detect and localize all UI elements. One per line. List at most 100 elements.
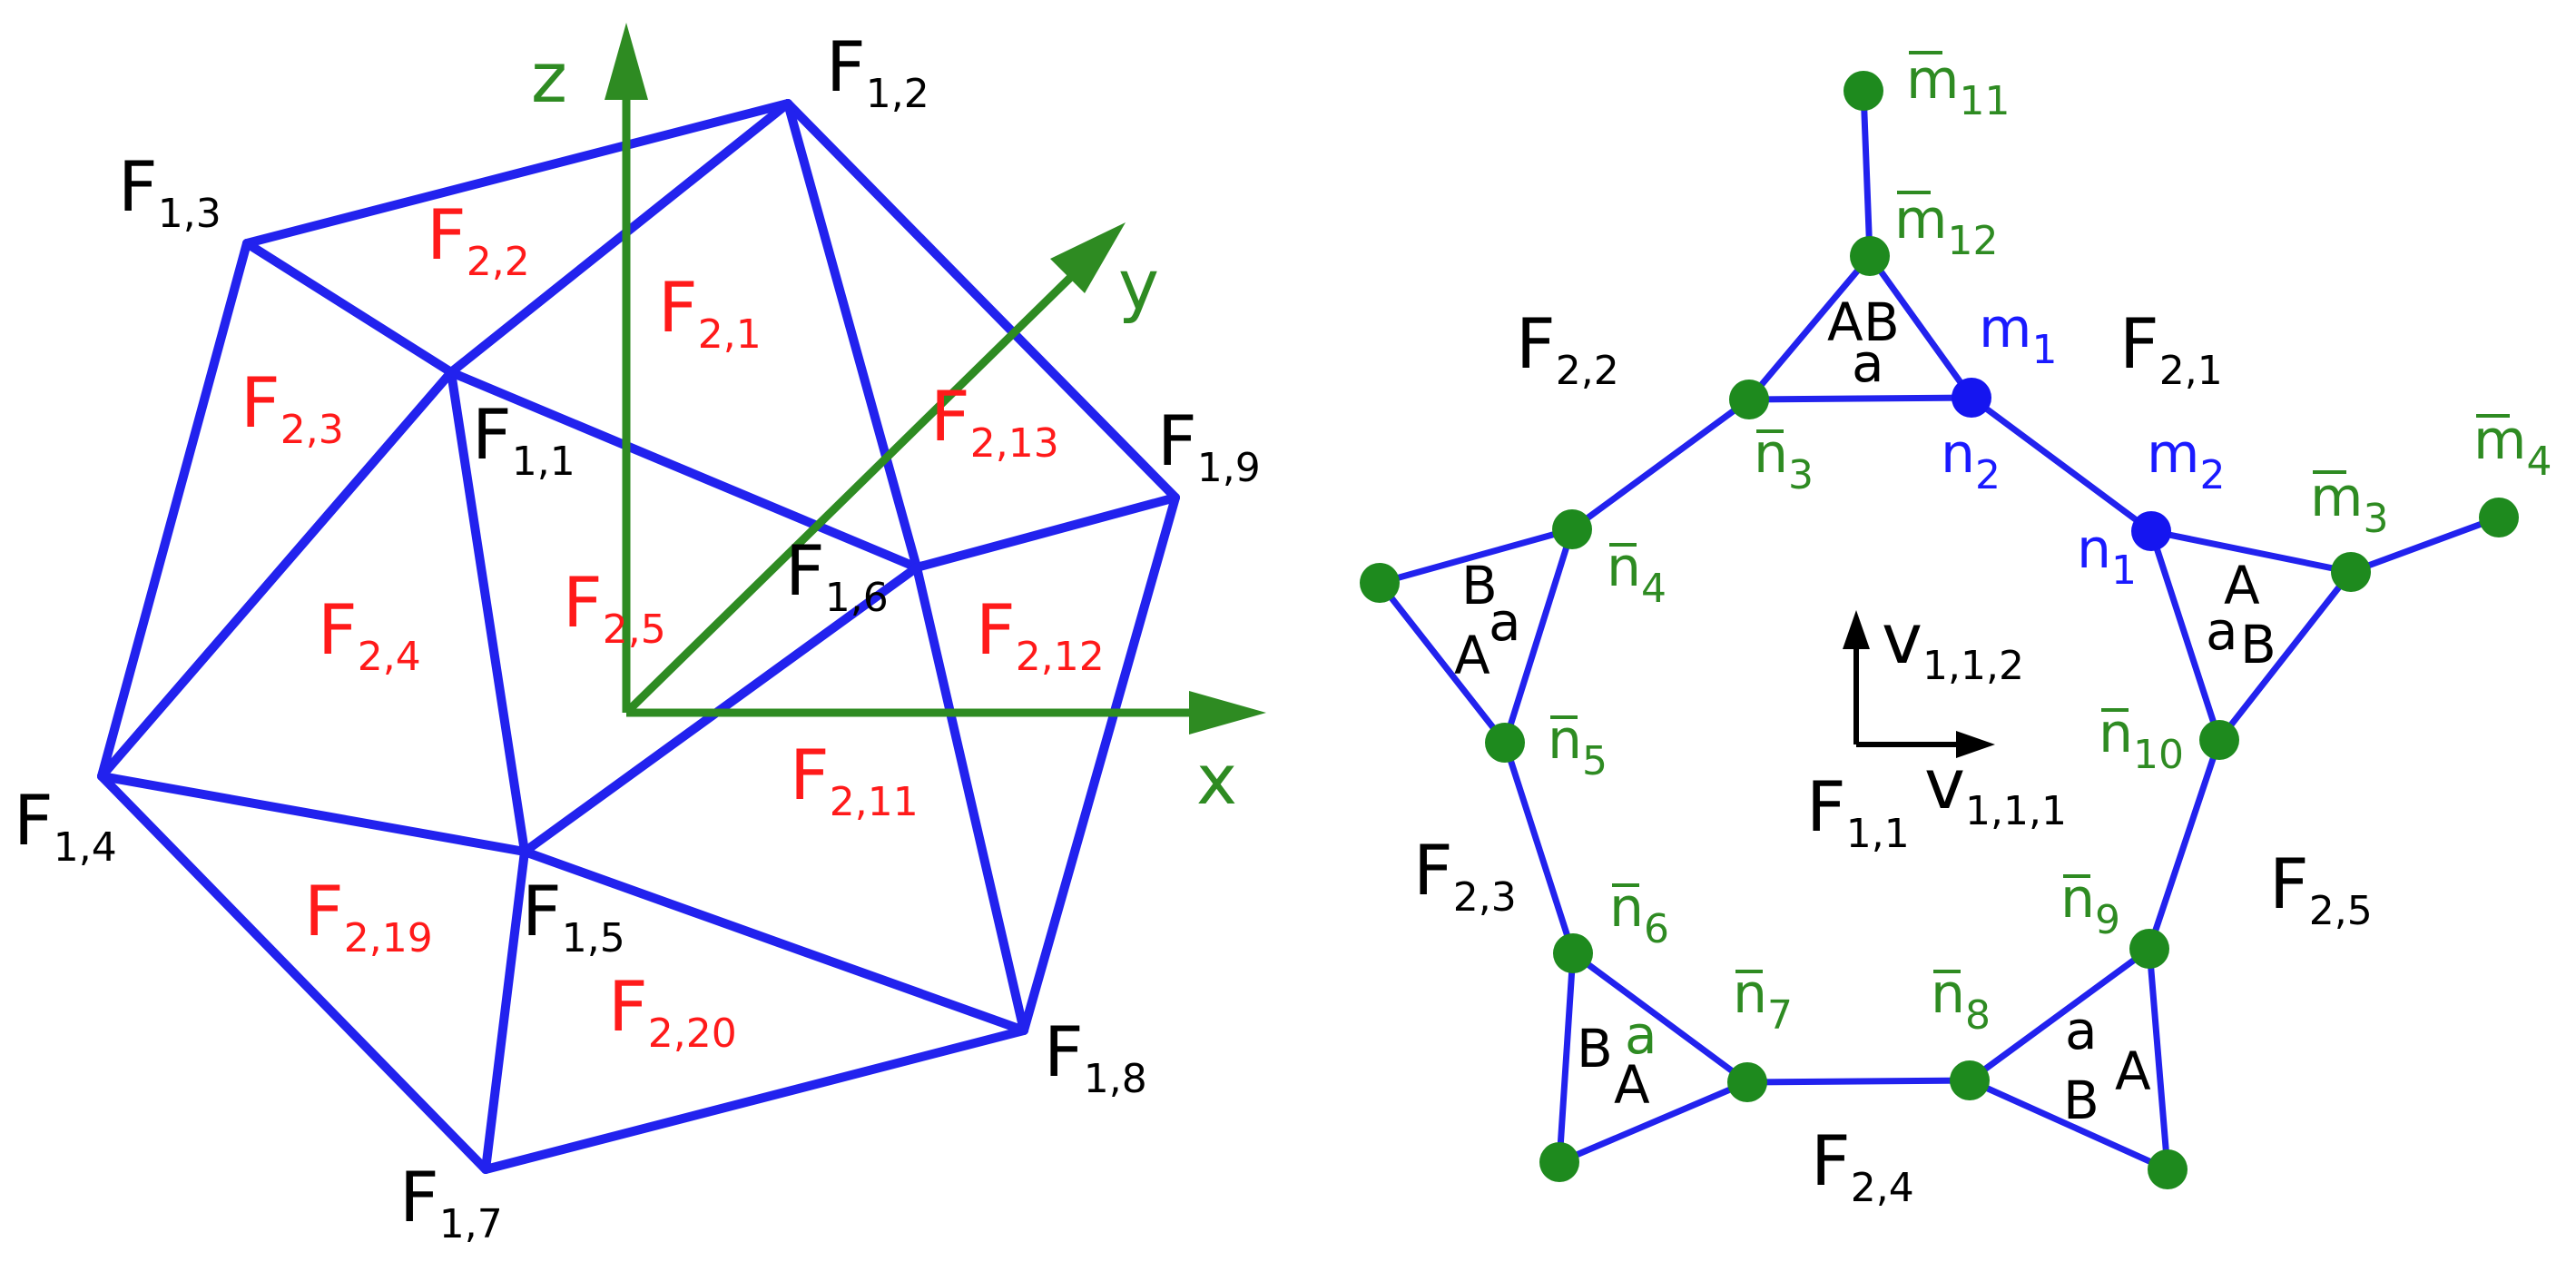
corner-letter: a xyxy=(1852,332,1884,394)
vector-v112-arrowhead xyxy=(1843,610,1870,649)
mesh-edge xyxy=(242,239,456,377)
node-labels: m11 m12 m1 n3 n2 m2 m3 m4 n4 n1 n5 n10 n… xyxy=(1548,48,2551,1039)
mesh-edge xyxy=(912,493,1180,572)
graph-node xyxy=(1539,1142,1579,1182)
graph-edge xyxy=(1556,1079,1751,1166)
face-labels: F2,2 F2,1 F2,3 F2,13 F2,5 F2,4 F2,12 F2,… xyxy=(241,194,1105,1057)
vertex-label: F1,2 xyxy=(826,26,929,117)
graph-node xyxy=(1729,380,1769,419)
graph-edge xyxy=(1745,394,1975,403)
vertex-label: F1,7 xyxy=(399,1157,503,1247)
graph-edge xyxy=(1966,1077,2171,1173)
mesh-edge xyxy=(912,563,1028,1035)
x-axis-label: x xyxy=(1196,739,1237,820)
mesh-edge xyxy=(783,99,1180,502)
face-label: F2,13 xyxy=(930,376,1059,467)
graph-edge xyxy=(1556,950,1577,1166)
graph-edge xyxy=(1501,739,1577,957)
mesh-edge xyxy=(97,239,251,781)
face-label: F2,11 xyxy=(790,735,919,825)
z-axis-label: z xyxy=(531,37,567,118)
face-label: F2,4 xyxy=(1811,1120,1914,1211)
graph-node-blue xyxy=(2131,511,2171,551)
vertex-labels: F1,3 F1,2 F1,1 F1,9 F1,6 F1,4 F1,5 F1,8 … xyxy=(14,26,1261,1247)
node-label: n1 xyxy=(2077,518,2137,594)
vertex-label: F1,5 xyxy=(522,871,625,961)
y-axis xyxy=(623,269,1079,716)
graph-edge xyxy=(1968,394,2155,535)
graph-node xyxy=(1485,723,1525,763)
vector-label: v1,1,1 xyxy=(1924,744,2067,834)
graph-node xyxy=(1553,933,1593,973)
mesh-edge xyxy=(783,99,921,572)
corner-letter: A xyxy=(2115,1040,2151,1102)
corner-letter: A xyxy=(1827,291,1863,353)
graph-edge xyxy=(1376,579,1509,746)
corner-letter: A xyxy=(2224,555,2260,616)
vertex-label: F1,4 xyxy=(14,780,117,871)
face-label: F2,3 xyxy=(241,362,344,453)
mesh-edge xyxy=(447,368,921,572)
face-label: F2,1 xyxy=(658,267,762,358)
graph-node xyxy=(2331,552,2371,592)
mesh-edge xyxy=(481,847,529,1174)
corner-letter: B xyxy=(2240,614,2276,675)
node-label: n7 xyxy=(1733,962,1793,1039)
graph-node xyxy=(1727,1062,1767,1102)
graph-edge xyxy=(1568,396,1753,533)
graph-node xyxy=(2129,929,2169,969)
node-label: n6 xyxy=(1609,876,1669,952)
local-basis: v1,1,2 v1,1,1 xyxy=(1843,598,2067,834)
graph-edge xyxy=(2146,945,2171,1173)
graph-edge xyxy=(1860,87,1873,260)
right-graph-nodes xyxy=(1360,71,2519,1189)
vertex-label: F1,9 xyxy=(1157,400,1261,491)
face-label: F2,19 xyxy=(304,871,433,961)
node-label: n4 xyxy=(1607,536,1667,612)
face-label: F2,5 xyxy=(563,562,666,653)
x-axis-arrowhead xyxy=(1189,691,1266,735)
corner-letters: A B a B a A A a B B a A B a A xyxy=(1454,291,2276,1131)
mesh-edge xyxy=(242,99,792,248)
graph-edge xyxy=(2148,527,2355,576)
node-label: m2 xyxy=(2147,422,2225,498)
graph-node xyxy=(1360,563,1400,603)
z-axis-arrowhead xyxy=(605,23,648,100)
node-label: n8 xyxy=(1931,962,1991,1039)
graph-edge xyxy=(2216,568,2355,744)
face-label: F2,1 xyxy=(2119,303,2223,394)
vector-v111-arrowhead xyxy=(1956,731,1995,758)
mesh-edge xyxy=(447,99,792,377)
corner-letter: a xyxy=(2206,600,2238,662)
face-label: F2,12 xyxy=(976,589,1105,680)
graph-node xyxy=(1552,509,1592,549)
graph-edge xyxy=(2347,514,2502,576)
corner-letter: A xyxy=(1454,625,1490,686)
corner-letter: B xyxy=(1577,1018,1613,1080)
graph-node xyxy=(2479,498,2519,537)
graph-edge xyxy=(2148,527,2223,744)
mesh-edge xyxy=(97,772,490,1174)
node-label: n5 xyxy=(1548,708,1608,784)
corner-letter: a xyxy=(1625,1004,1657,1066)
graph-edge xyxy=(2146,736,2223,952)
graph-edge xyxy=(1744,1077,1973,1086)
graph-edge xyxy=(1866,252,1975,401)
node-label: m1 xyxy=(1979,297,2057,373)
node-label: m3 xyxy=(2310,466,2388,542)
mesh-edge xyxy=(447,368,529,856)
node-label: m12 xyxy=(1894,188,1998,264)
graph-edge xyxy=(1376,526,1576,587)
mesh-edge xyxy=(97,368,456,781)
vertex-label: F1,1 xyxy=(472,394,575,485)
face-label: F2,4 xyxy=(318,589,421,680)
vertex-label: F1,8 xyxy=(1044,1011,1147,1102)
graph-node xyxy=(2199,720,2239,760)
face-label: F2,5 xyxy=(2269,843,2373,934)
vertex-label: F1,3 xyxy=(118,146,221,237)
corner-letter: a xyxy=(2065,1000,2098,1061)
graph-node xyxy=(1850,236,1890,276)
mesh-edge xyxy=(1019,493,1180,1035)
node-label: n3 xyxy=(1754,422,1814,498)
